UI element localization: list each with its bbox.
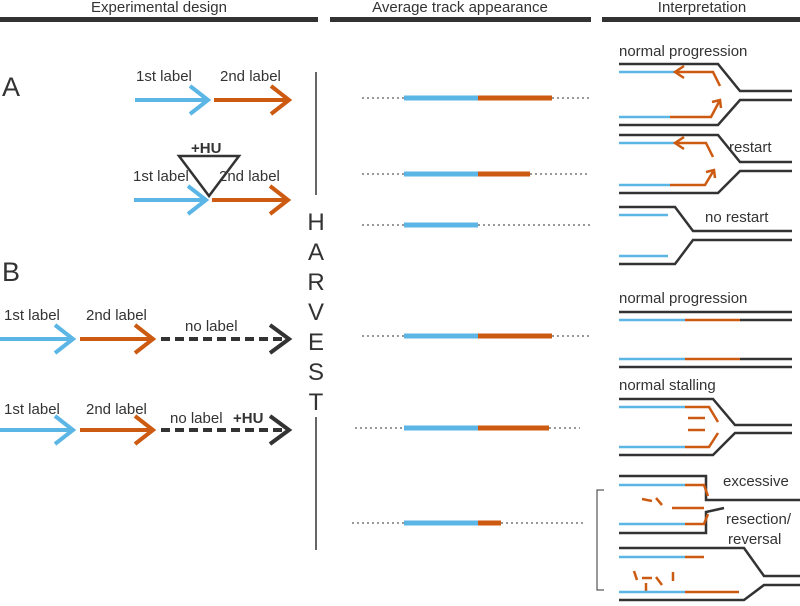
- hu-label: +HU: [191, 140, 221, 157]
- fork-upper-strand: [619, 397, 792, 427]
- interp-label: restart: [729, 139, 772, 156]
- interp-label-excessive: excessive: [723, 473, 789, 490]
- second-label-arrowhead: [705, 168, 717, 179]
- resected-fragment: [655, 497, 663, 506]
- hu-triangle-icon: [176, 154, 242, 199]
- a2-design-arrows: 1st label 2nd label +HU: [133, 140, 292, 216]
- first-label-arrowhead: [53, 323, 77, 355]
- no-label-arrowhead: [268, 414, 293, 446]
- interp-b-normal-stalling: normal stalling: [619, 377, 792, 457]
- second-label-text: 2nd label: [86, 401, 147, 418]
- harvest-letter-s: S: [308, 359, 324, 386]
- interp-label-reversal: reversal: [728, 531, 781, 548]
- interp-label: normal progression: [619, 43, 747, 60]
- tracks-header-bar: [330, 17, 591, 22]
- tracks-header: Average track appearance: [372, 0, 548, 16]
- second-label-arrowhead: [672, 135, 685, 151]
- interp-a-normal-progression: normal progression: [619, 43, 792, 127]
- section-b-label: B: [2, 257, 20, 287]
- fork-upper-strand: [619, 205, 792, 233]
- second-label-strand: [685, 483, 710, 497]
- first-label-text: 1st label: [133, 168, 189, 185]
- grouping-bracket: [596, 489, 604, 591]
- first-label-text: 1st label: [136, 68, 192, 85]
- interp-a-no-restart: no restart: [619, 205, 792, 266]
- second-label-arrowhead: [269, 84, 293, 116]
- resected-fragment: [655, 576, 663, 586]
- b2-design-arrows: 1st label 2nd label no label +HU: [0, 401, 293, 446]
- a1-design-arrows: 1st label 2nd label: [135, 68, 293, 116]
- harvest-label: H A R V E S T: [307, 209, 324, 416]
- second-label-strand: [670, 99, 722, 119]
- first-label-text: 1st label: [4, 401, 60, 418]
- section-a-label: A: [2, 72, 20, 102]
- second-label-strand: [685, 513, 710, 526]
- second-label-strand: [675, 141, 715, 158]
- hu-label: +HU: [233, 410, 263, 427]
- harvest-letter-a: A: [308, 239, 324, 266]
- interp-label: normal stalling: [619, 377, 716, 394]
- second-label-arrowhead: [268, 184, 292, 216]
- first-label-text: 1st label: [4, 307, 60, 324]
- design-header-bar: [0, 17, 318, 22]
- second-label-strand: [685, 432, 720, 449]
- second-label-arrowhead: [133, 414, 157, 446]
- no-label-text: no label: [170, 410, 223, 427]
- resected-fragment: [641, 497, 653, 503]
- resected-fragment: [632, 570, 639, 581]
- harvest-letter-t: T: [309, 389, 324, 416]
- harvest-letter-h: H: [307, 209, 324, 236]
- fork-lower-strand: [619, 169, 792, 195]
- harvest-letter-r: R: [307, 269, 324, 296]
- interp-label: normal progression: [619, 290, 747, 307]
- interp-a-restart: restart: [619, 133, 792, 195]
- second-label-strand: [670, 169, 716, 187]
- second-label-text: 2nd label: [219, 168, 280, 185]
- fork-upper-strand: [619, 133, 792, 164]
- second-label-text: 2nd label: [220, 68, 281, 85]
- interpretation-header-bar: [602, 17, 800, 22]
- second-label-strand: [685, 405, 720, 423]
- design-header: Experimental design: [91, 0, 227, 16]
- second-label-text: 2nd label: [86, 307, 147, 324]
- fork-upper-strand: [619, 62, 792, 93]
- no-label-text: no label: [185, 318, 238, 335]
- no-label-arrowhead: [268, 323, 293, 355]
- fork-lower-strand: [619, 431, 792, 457]
- harvest-letter-v: V: [308, 299, 324, 326]
- interp-label-resection: resection/: [726, 511, 792, 528]
- fork-lower-strand: [619, 238, 792, 266]
- interp-b-excessive-resection: excessive resection/ reversal: [596, 473, 800, 602]
- fork-upper-strand: [619, 546, 800, 578]
- interp-label: no restart: [705, 209, 769, 226]
- fork-lower-strand: [619, 98, 792, 127]
- fork-lower-strand: [619, 506, 725, 535]
- interp-b-normal-progression: normal progression: [619, 290, 792, 369]
- first-label-arrowhead: [53, 414, 77, 446]
- harvest-letter-e: E: [308, 329, 324, 356]
- b1-design-arrows: 1st label 2nd label no label: [0, 307, 293, 355]
- interpretation-header: Interpretation: [658, 0, 746, 16]
- first-label-arrowhead: [186, 184, 210, 216]
- fork-lower-strand: [619, 583, 800, 602]
- second-label-strand: [675, 70, 722, 87]
- first-label-arrowhead: [188, 84, 212, 116]
- second-label-arrowhead: [711, 98, 723, 109]
- second-label-arrowhead: [672, 64, 685, 80]
- second-label-arrowhead: [133, 323, 157, 355]
